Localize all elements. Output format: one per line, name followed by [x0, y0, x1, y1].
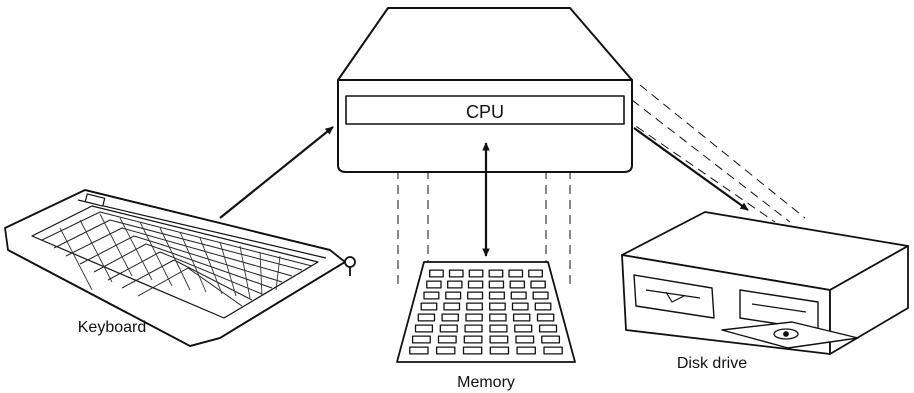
memory-cell	[462, 346, 483, 355]
memory-cell	[465, 313, 483, 322]
memory-cell	[467, 291, 484, 300]
memory-cell	[423, 291, 440, 300]
memory-cell	[448, 269, 464, 278]
memory-cell	[464, 324, 483, 333]
memory-cell	[409, 346, 429, 355]
memory-cell	[516, 346, 536, 355]
memory-cell	[467, 280, 484, 289]
memory-cell	[466, 302, 483, 311]
keyboard-to-cpu-arrow	[219, 126, 334, 219]
memory-cell	[489, 302, 506, 311]
memory-cell	[468, 269, 484, 278]
memory-cell	[441, 313, 459, 322]
arrows	[219, 126, 749, 257]
memory-cell	[489, 335, 509, 344]
memory-cell	[435, 346, 456, 355]
memory-cell	[488, 280, 505, 289]
memory-cell	[439, 324, 458, 333]
memory-cell	[512, 313, 531, 322]
memory-cell	[489, 313, 507, 322]
memory-cell	[541, 335, 561, 344]
memory-cell	[488, 291, 505, 300]
memory-grid-icon	[396, 261, 576, 363]
cpu-box-icon	[337, 7, 633, 173]
memory-cell	[534, 302, 552, 311]
memory-cell	[538, 324, 558, 333]
memory-cell	[510, 291, 527, 300]
memory-cell	[463, 335, 483, 344]
memory-cell	[489, 324, 508, 333]
memory-cell	[536, 313, 555, 322]
memory-cell	[508, 269, 524, 278]
memory-cell	[443, 302, 461, 311]
memory-cell	[532, 291, 549, 300]
memory-cell	[511, 302, 529, 311]
cpu-to-disk-arrow	[633, 127, 749, 211]
memory-cell	[509, 280, 526, 289]
memory-cell	[489, 346, 510, 355]
memory-cell	[488, 269, 504, 278]
memory-label: Memory	[457, 374, 515, 391]
memory-cell	[445, 291, 462, 300]
memory-cell	[514, 324, 533, 333]
memory-cell	[417, 313, 436, 322]
keyboard-label: Keyboard	[78, 319, 147, 336]
memory-cell	[515, 335, 535, 344]
memory-cell	[543, 346, 563, 355]
memory-cell	[530, 280, 546, 289]
memory-cell	[437, 335, 457, 344]
cpu-label: CPU	[466, 102, 504, 122]
memory-cell	[411, 335, 431, 344]
memory-cell	[447, 280, 463, 289]
disk-drive-label: Disk drive	[677, 355, 747, 372]
memory-cell	[528, 269, 543, 278]
memory-cell	[429, 269, 444, 278]
memory-cell	[420, 302, 438, 311]
keyboard-icon	[4, 189, 356, 347]
memory-cell	[414, 324, 434, 333]
memory-cell	[426, 280, 442, 289]
disk-drive-icon	[621, 211, 909, 355]
